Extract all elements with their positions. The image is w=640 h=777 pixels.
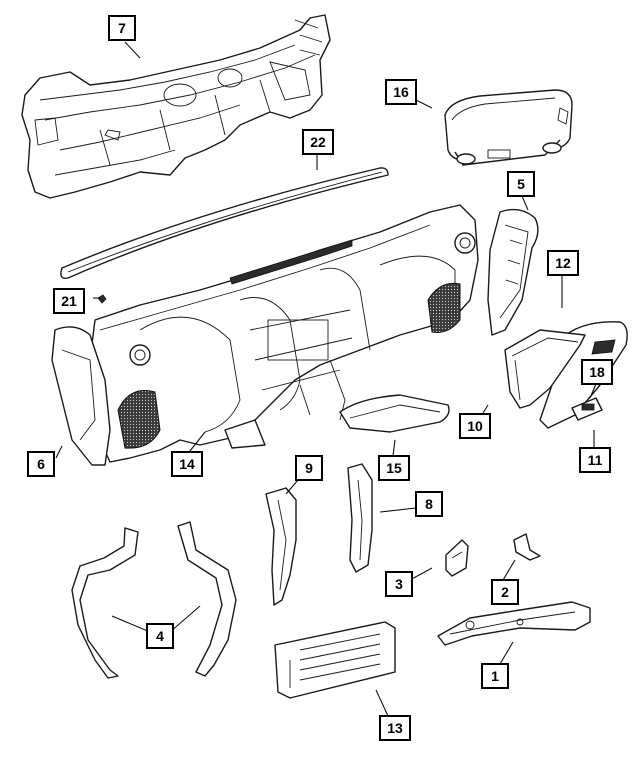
part-10-glove-box-bin bbox=[504, 329, 586, 409]
callout-11: 11 bbox=[579, 447, 611, 473]
svg-text:18: 18 bbox=[589, 364, 605, 380]
callout-13: 13 bbox=[379, 715, 411, 741]
part-18-latch bbox=[571, 397, 603, 421]
svg-text:13: 13 bbox=[387, 720, 403, 736]
leader-lines bbox=[55, 41, 597, 717]
svg-text:6: 6 bbox=[37, 456, 45, 472]
part-5-right-end-cap bbox=[487, 208, 539, 336]
part-6-left-end-cap bbox=[51, 326, 111, 466]
svg-text:9: 9 bbox=[305, 460, 313, 476]
part-3-small-bracket bbox=[445, 539, 469, 577]
svg-text:3: 3 bbox=[395, 576, 403, 592]
part-7-crossbeam bbox=[21, 14, 331, 199]
callout-3: 3 bbox=[385, 571, 413, 597]
part-21-clip bbox=[97, 294, 107, 304]
part-4-support-rails bbox=[71, 521, 237, 679]
callout-12: 12 bbox=[547, 250, 579, 276]
callout-14: 14 bbox=[171, 451, 203, 477]
part-9-bracket bbox=[265, 487, 297, 606]
svg-text:22: 22 bbox=[310, 134, 326, 150]
part-1-support-bar bbox=[437, 601, 591, 646]
part-14-instrument-panel bbox=[89, 204, 479, 463]
svg-text:21: 21 bbox=[61, 293, 77, 309]
callout-5: 5 bbox=[507, 171, 535, 197]
svg-text:7: 7 bbox=[118, 20, 126, 36]
callout-8: 8 bbox=[415, 491, 443, 517]
callout-7: 7 bbox=[108, 15, 136, 41]
svg-text:1: 1 bbox=[491, 668, 499, 684]
part-8-bracket bbox=[347, 463, 373, 573]
callout-2: 2 bbox=[491, 579, 519, 605]
callout-16: 16 bbox=[385, 79, 417, 105]
callout-22: 22 bbox=[302, 129, 334, 155]
svg-text:5: 5 bbox=[517, 176, 525, 192]
callout-9: 9 bbox=[295, 455, 323, 481]
callout-15: 15 bbox=[378, 455, 410, 481]
part-2-small-bracket bbox=[513, 533, 541, 561]
part-15-pad bbox=[339, 394, 450, 433]
callout-18: 18 bbox=[581, 359, 613, 385]
svg-text:16: 16 bbox=[393, 84, 409, 100]
svg-text:2: 2 bbox=[501, 584, 509, 600]
callout-10: 10 bbox=[459, 413, 491, 439]
part-13-vent-panel bbox=[274, 621, 396, 699]
svg-text:11: 11 bbox=[588, 452, 603, 468]
svg-text:10: 10 bbox=[467, 418, 483, 434]
callout-6: 6 bbox=[27, 451, 55, 477]
svg-text:14: 14 bbox=[179, 456, 195, 472]
part-16-airbag-module bbox=[444, 89, 573, 166]
callout-1: 1 bbox=[481, 663, 509, 689]
svg-text:12: 12 bbox=[555, 255, 571, 271]
callout-4: 4 bbox=[146, 623, 174, 649]
part-22-defroster-seal bbox=[60, 167, 389, 279]
svg-text:15: 15 bbox=[386, 460, 402, 476]
svg-text:8: 8 bbox=[425, 496, 433, 512]
callout-21: 21 bbox=[53, 288, 85, 314]
svg-text:4: 4 bbox=[156, 628, 164, 644]
